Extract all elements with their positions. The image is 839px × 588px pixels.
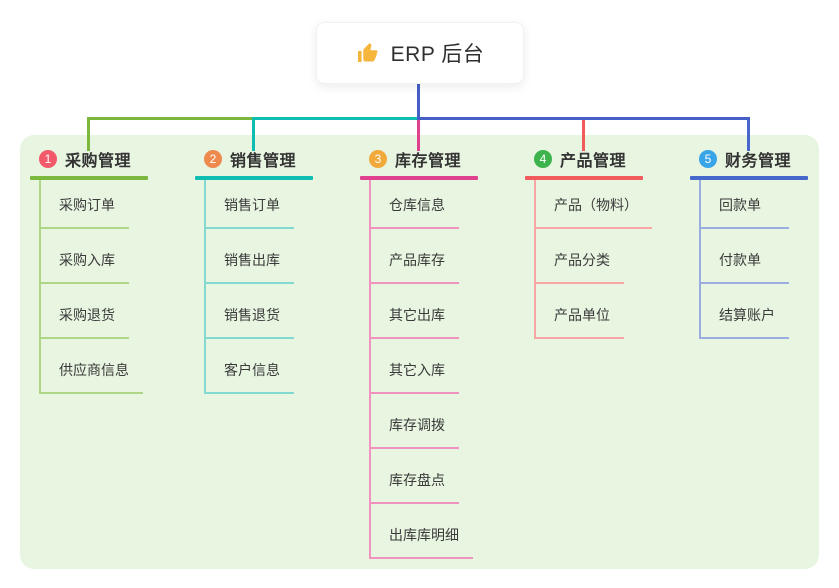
branch-title[interactable]: 4 产品管理 bbox=[525, 148, 690, 170]
root-title: ERP 后台 bbox=[390, 43, 485, 66]
list-item[interactable]: 采购订单 bbox=[41, 180, 129, 229]
list-item[interactable]: 采购退货 bbox=[41, 284, 129, 339]
branch-item-list: 销售订单 销售出库 销售退货 客户信息 bbox=[204, 180, 360, 394]
list-item[interactable]: 结算账户 bbox=[701, 284, 789, 339]
branch-title[interactable]: 5 财务管理 bbox=[690, 148, 839, 170]
branch-underline bbox=[525, 176, 643, 180]
list-item[interactable]: 供应商信息 bbox=[41, 339, 143, 394]
bus-segment-3 bbox=[417, 117, 750, 120]
list-item[interactable]: 产品单位 bbox=[536, 284, 624, 339]
list-item[interactable]: 产品（物料） bbox=[536, 180, 652, 229]
branch-underline bbox=[195, 176, 313, 180]
branch-title[interactable]: 2 销售管理 bbox=[195, 148, 360, 170]
list-item[interactable]: 采购入库 bbox=[41, 229, 129, 284]
branch-underline bbox=[360, 176, 478, 180]
list-item[interactable]: 仓库信息 bbox=[371, 180, 459, 229]
branch-number-badge: 1 bbox=[39, 150, 57, 168]
list-item[interactable]: 客户信息 bbox=[206, 339, 294, 394]
branch-item-list: 仓库信息 产品库存 其它出库 其它入库 库存调拨 库存盘点 出库库明细 bbox=[369, 180, 525, 559]
thumbs-up-icon bbox=[357, 43, 378, 62]
branch-title[interactable]: 3 库存管理 bbox=[360, 148, 525, 170]
branch-purchase: 1 采购管理 采购订单 采购入库 采购退货 供应商信息 bbox=[30, 148, 195, 394]
branch-drop-line-5 bbox=[747, 120, 750, 151]
branch-item-list: 采购订单 采购入库 采购退货 供应商信息 bbox=[39, 180, 195, 394]
root-connector-line bbox=[417, 82, 420, 118]
list-item[interactable]: 产品分类 bbox=[536, 229, 624, 284]
list-item[interactable]: 出库库明细 bbox=[371, 504, 473, 559]
branch-drop-line-2 bbox=[252, 120, 255, 151]
branch-label: 财务管理 bbox=[725, 153, 792, 170]
list-item[interactable]: 库存调拨 bbox=[371, 394, 459, 449]
list-item[interactable]: 销售出库 bbox=[206, 229, 294, 284]
branch-drop-line-1 bbox=[87, 120, 90, 151]
branch-underline bbox=[30, 176, 148, 180]
branch-label: 销售管理 bbox=[230, 153, 297, 170]
branch-label: 产品管理 bbox=[560, 153, 627, 170]
branch-label: 采购管理 bbox=[65, 153, 132, 170]
branch-item-list: 产品（物料） 产品分类 产品单位 bbox=[534, 180, 690, 339]
branches-panel bbox=[20, 135, 819, 569]
branch-number-badge: 2 bbox=[204, 150, 222, 168]
branch-number-badge: 3 bbox=[369, 150, 387, 168]
branch-item-list: 回款单 付款单 结算账户 bbox=[699, 180, 839, 339]
branch-label: 库存管理 bbox=[395, 153, 462, 170]
bus-segment-2 bbox=[252, 117, 418, 120]
branch-title[interactable]: 1 采购管理 bbox=[30, 148, 195, 170]
list-item[interactable]: 其它入库 bbox=[371, 339, 459, 394]
list-item[interactable]: 回款单 bbox=[701, 180, 789, 229]
branch-product: 4 产品管理 产品（物料） 产品分类 产品单位 bbox=[525, 148, 690, 339]
branch-number-badge: 5 bbox=[699, 150, 717, 168]
branch-number-badge: 4 bbox=[534, 150, 552, 168]
list-item[interactable]: 销售退货 bbox=[206, 284, 294, 339]
list-item[interactable]: 付款单 bbox=[701, 229, 789, 284]
bus-segment-1 bbox=[87, 117, 255, 120]
branch-sales: 2 销售管理 销售订单 销售出库 销售退货 客户信息 bbox=[195, 148, 360, 394]
branch-drop-line-4 bbox=[582, 120, 585, 151]
list-item[interactable]: 销售订单 bbox=[206, 180, 294, 229]
branch-inventory: 3 库存管理 仓库信息 产品库存 其它出库 其它入库 库存调拨 库存盘点 出库库… bbox=[360, 148, 525, 559]
root-node[interactable]: ERP 后台 bbox=[316, 22, 524, 84]
list-item[interactable]: 其它出库 bbox=[371, 284, 459, 339]
branch-drop-line-3 bbox=[417, 120, 420, 151]
branch-underline bbox=[690, 176, 808, 180]
list-item[interactable]: 库存盘点 bbox=[371, 449, 459, 504]
branch-finance: 5 财务管理 回款单 付款单 结算账户 bbox=[690, 148, 839, 339]
list-item[interactable]: 产品库存 bbox=[371, 229, 459, 284]
